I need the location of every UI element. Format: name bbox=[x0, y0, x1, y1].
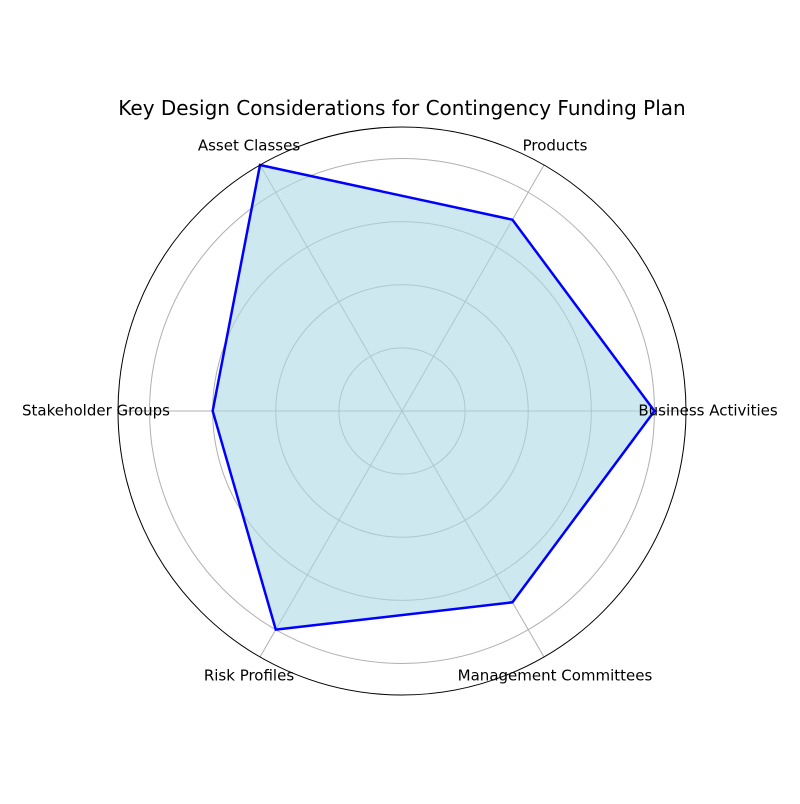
chart-title: Key Design Considerations for Contingenc… bbox=[0, 96, 800, 120]
category-label: Products bbox=[523, 136, 588, 154]
category-label: Asset Classes bbox=[198, 136, 300, 154]
category-label: Risk Profiles bbox=[204, 667, 295, 685]
series-area bbox=[213, 165, 655, 630]
radar-series-layer bbox=[213, 165, 655, 630]
category-label: Stakeholder Groups bbox=[22, 402, 170, 420]
category-label: Business Activities bbox=[638, 402, 778, 420]
category-label: Management Committees bbox=[458, 667, 653, 685]
